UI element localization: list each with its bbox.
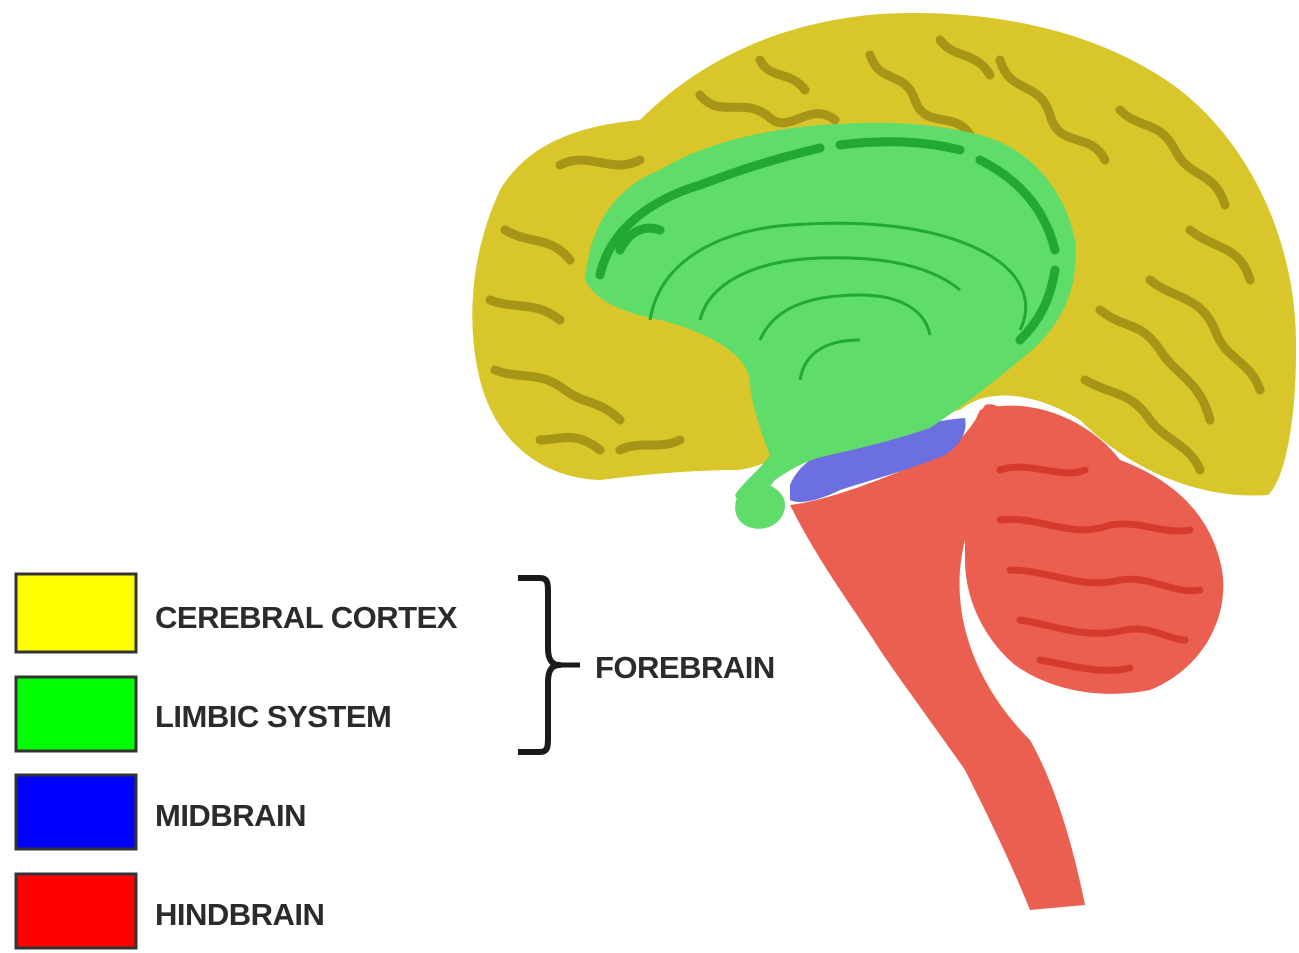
legend-label-limbic-system: LIMBIC SYSTEM — [155, 699, 391, 734]
legend-label-cerebral-cortex: CEREBRAL CORTEX — [155, 600, 458, 635]
forebrain-label: FOREBRAIN — [595, 650, 775, 685]
legend-swatch-midbrain — [16, 775, 136, 849]
pituitary-region — [735, 483, 785, 529]
legend-swatch-cerebral-cortex — [16, 574, 136, 652]
legend-label-midbrain: MIDBRAIN — [155, 798, 306, 833]
legend-swatch-limbic-system — [16, 677, 136, 751]
legend-label-hindbrain: HINDBRAIN — [155, 897, 324, 932]
legend: CEREBRAL CORTEX LIMBIC SYSTEM MIDBRAIN H… — [16, 574, 775, 948]
forebrain-bracket — [518, 578, 560, 752]
legend-swatch-hindbrain — [16, 874, 136, 948]
brain-illustration — [472, 13, 1296, 910]
